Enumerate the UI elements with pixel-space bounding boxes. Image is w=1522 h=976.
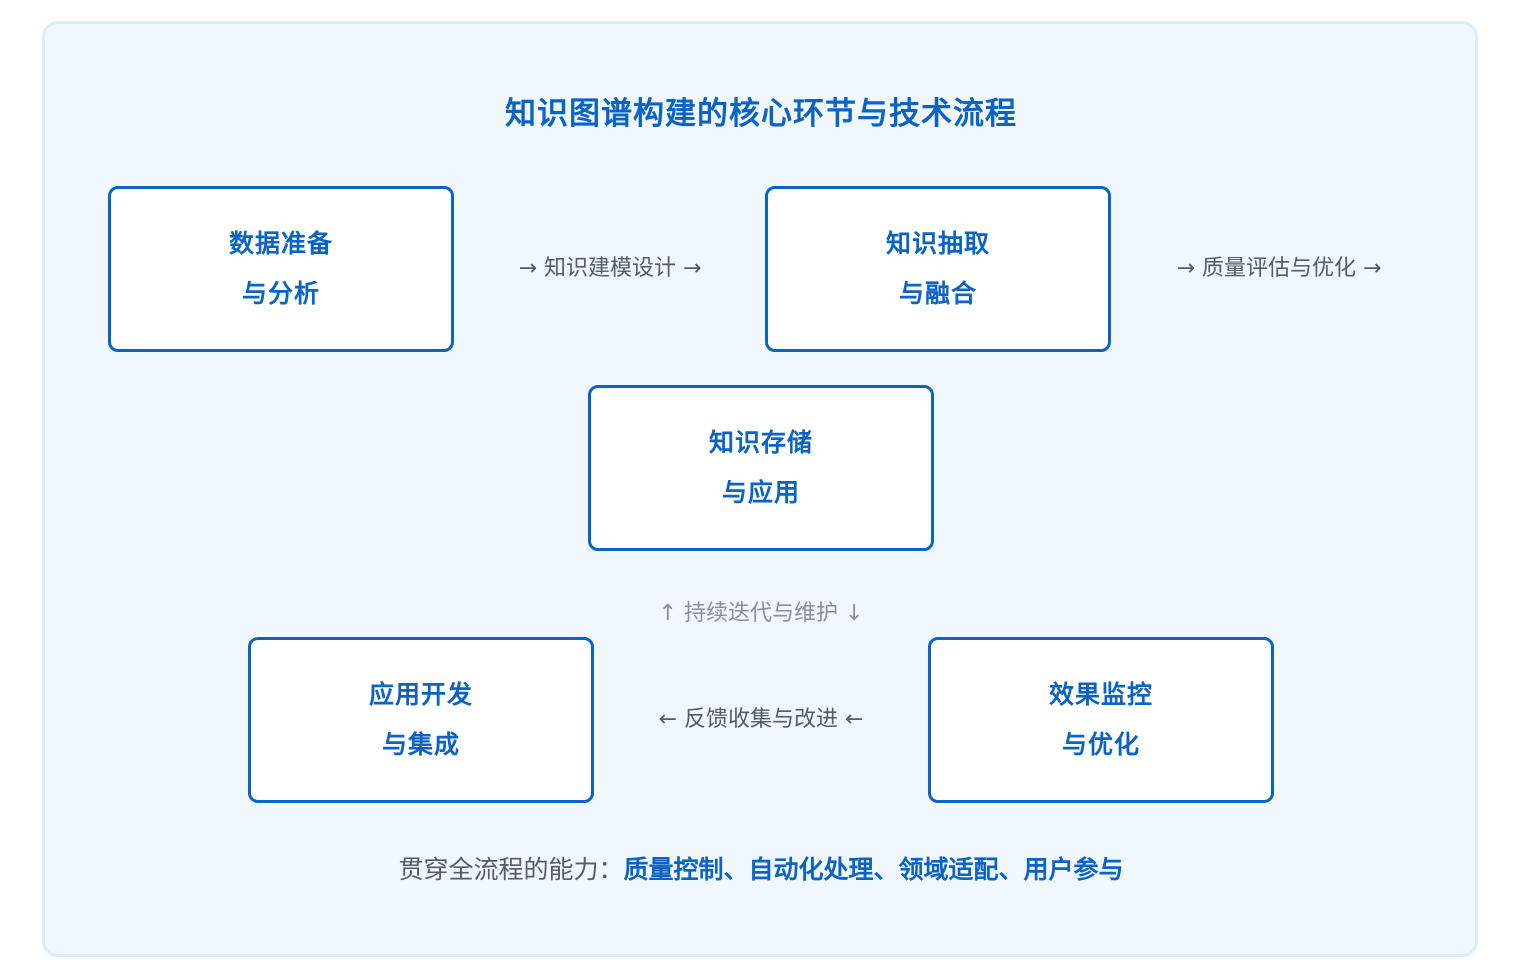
edge-label-iteration: ↑ 持续迭代与维护 ↓ (658, 601, 864, 626)
node-data-prep-line1: 数据准备 (228, 229, 333, 258)
node-app-dev: 应用开发 与集成 (248, 637, 594, 803)
capabilities-footer: 贯穿全流程的能力：质量控制、自动化处理、领域适配、用户参与 (0, 850, 1522, 890)
node-data-prep-line2: 与分析 (241, 279, 320, 308)
node-extraction-line2: 与融合 (898, 279, 977, 308)
node-monitoring: 效果监控 与优化 (928, 637, 1274, 803)
node-extraction-line1: 知识抽取 (885, 229, 990, 258)
edge-label-evaluation: → 质量评估与优化 → (1176, 256, 1382, 281)
node-storage-line1: 知识存储 (708, 428, 813, 457)
node-app-dev-line2: 与集成 (381, 730, 460, 759)
node-extraction: 知识抽取 与融合 (765, 186, 1111, 352)
node-monitoring-line2: 与优化 (1061, 730, 1140, 759)
capabilities-prefix: 贯穿全流程的能力： (398, 855, 624, 884)
diagram-title: 知识图谱构建的核心环节与技术流程 (505, 96, 1017, 132)
node-app-dev-line1: 应用开发 (368, 680, 473, 709)
edge-label-modeling: → 知识建模设计 → (518, 256, 702, 281)
node-monitoring-line1: 效果监控 (1048, 680, 1153, 709)
node-storage-line2: 与应用 (721, 478, 800, 507)
edge-label-feedback: ← 反馈收集与改进 ← (658, 707, 864, 732)
capabilities-list: 质量控制、自动化处理、领域适配、用户参与 (623, 855, 1124, 884)
node-storage: 知识存储 与应用 (588, 385, 934, 551)
node-data-prep: 数据准备 与分析 (108, 186, 454, 352)
